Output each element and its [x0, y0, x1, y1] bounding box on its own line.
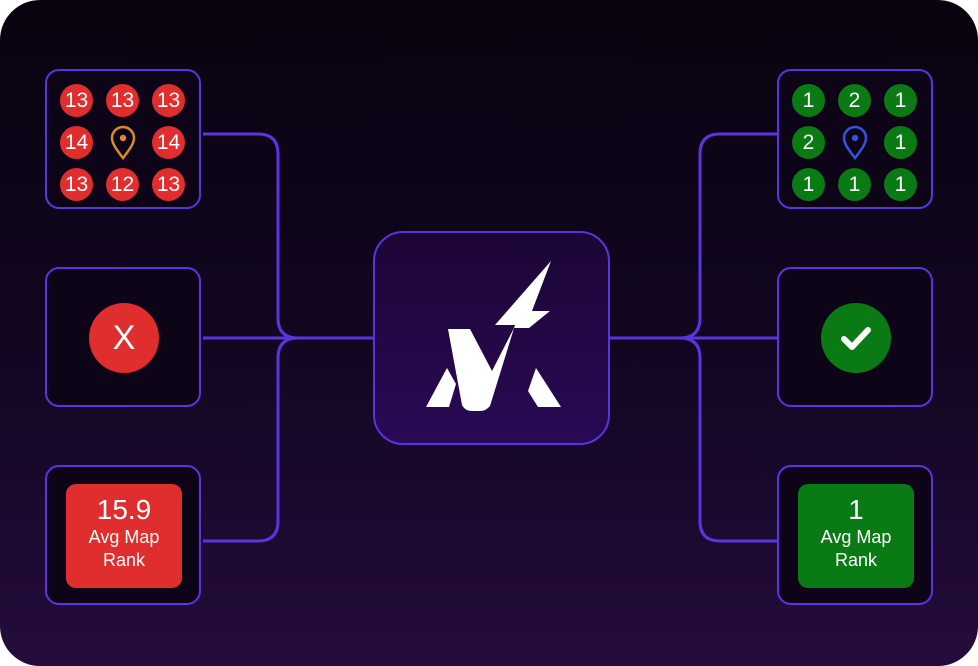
connector-left-top — [203, 132, 373, 340]
rank-dot: 1 — [792, 168, 825, 201]
rank-dot: 13 — [106, 84, 139, 117]
left-status-card: X — [45, 267, 201, 407]
connector-right-top — [610, 132, 777, 340]
lightning-v-logo-icon — [426, 261, 561, 411]
rank-dot: 1 — [884, 126, 917, 159]
connector-right-bottom — [679, 336, 777, 543]
rank-dot: 2 — [792, 126, 825, 159]
rank-dot: 1 — [838, 168, 871, 201]
x-icon: X — [89, 303, 159, 373]
avg-rank-label: Avg Map Rank — [88, 527, 160, 570]
rank-dot: 13 — [152, 84, 185, 117]
left-avg-rank-card: 15.9 Avg Map Rank — [45, 465, 201, 605]
rank-dot: 12 — [106, 168, 139, 201]
rank-dot: 13 — [60, 84, 93, 117]
rank-dot: 13 — [60, 168, 93, 201]
rank-dot: 2 — [838, 84, 871, 117]
right-status-card — [777, 267, 933, 407]
rank-dot: 14 — [60, 126, 93, 159]
rank-dot: 1 — [884, 168, 917, 201]
rank-dot: 1 — [884, 84, 917, 117]
right-avg-rank-card: 1 Avg Map Rank — [777, 465, 933, 605]
avg-rank-value: 15.9 — [96, 494, 152, 525]
rank-dot: 13 — [152, 168, 185, 201]
rank-dot: 14 — [152, 126, 185, 159]
rank-dot: 1 — [792, 84, 825, 117]
avg-rank-value: 1 — [848, 494, 864, 525]
left-rank-grid-card: 13 13 13 14 14 13 12 13 — [45, 69, 201, 209]
avg-rank-label: Avg Map Rank — [820, 527, 892, 570]
connector-left-bottom — [203, 336, 299, 543]
map-pin-icon — [838, 125, 871, 160]
map-pin-icon — [106, 125, 139, 160]
check-icon — [821, 303, 891, 373]
center-logo-card — [373, 231, 610, 445]
